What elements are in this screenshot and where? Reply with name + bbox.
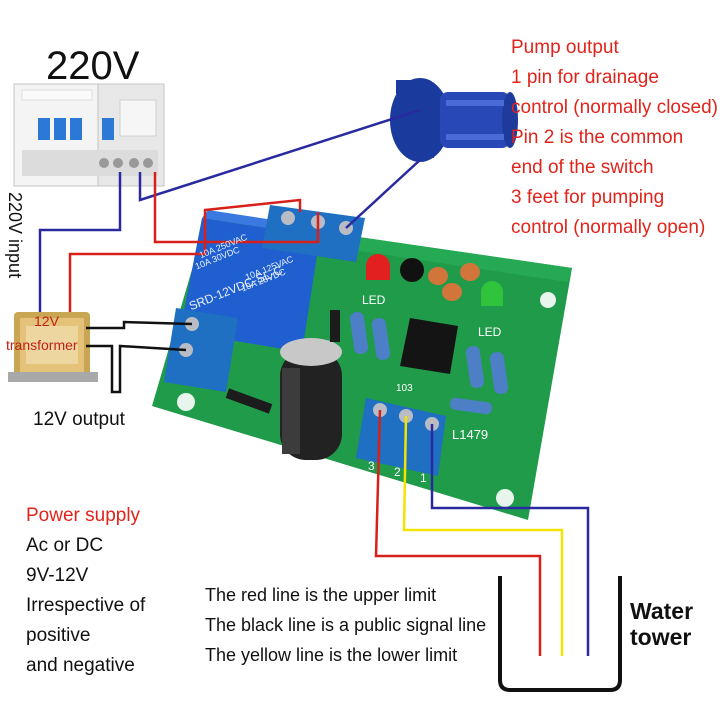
board-id-label: L1479 (452, 427, 489, 442)
pcb-board (152, 205, 572, 520)
pump-note-line: end of the switch (511, 157, 654, 178)
wires (38, 108, 590, 656)
pump-note-line: Pin 2 is the common (511, 127, 684, 148)
output-label: 12V output (33, 409, 125, 430)
transformer-icon (8, 312, 98, 382)
water-tower-label-line1: Water (630, 598, 694, 624)
power-supply-line: Ac or DC (26, 535, 104, 556)
wire-note-common: The black line is a public signal line (205, 615, 487, 635)
wire-note-upper: The red line is the upper limit (205, 585, 437, 605)
pump-note-line: Pump output (511, 37, 619, 58)
transformer-name-label: transformer (6, 337, 78, 353)
pump-note-line: control (normally closed) (511, 97, 718, 118)
power-supply-line: positive (26, 625, 91, 646)
led-right-label: LED (478, 325, 502, 339)
pump-note-line: 1 pin for drainage (511, 67, 659, 88)
pump-note-line: 3 feet for pumping (511, 187, 665, 208)
water-tower-label-line2: tower (630, 624, 692, 650)
transformer-voltage-label: 12V (34, 313, 59, 329)
led-left-label: LED (362, 293, 386, 307)
water-tower-container (498, 576, 622, 692)
power-supply-line: and negative (26, 655, 135, 676)
pin-1-label: 1 (420, 471, 427, 485)
voltage-title: 220V (46, 44, 140, 88)
wire-note-lower: The yellow line is the lower limit (205, 645, 458, 665)
power-supply-heading: Power supply (26, 505, 141, 526)
water-pump-icon (390, 78, 518, 162)
power-supply-line: Irrespective of (26, 595, 146, 616)
pin-2-label: 2 (394, 465, 401, 479)
pin-3-label: 3 (368, 459, 375, 473)
input-vertical-label: 220V input (5, 192, 25, 279)
pump-note-line: control (normally open) (511, 217, 706, 238)
cap-code-label: 103 (396, 383, 413, 394)
circuit-breaker (13, 83, 165, 187)
power-supply-line: 9V-12V (26, 565, 89, 586)
